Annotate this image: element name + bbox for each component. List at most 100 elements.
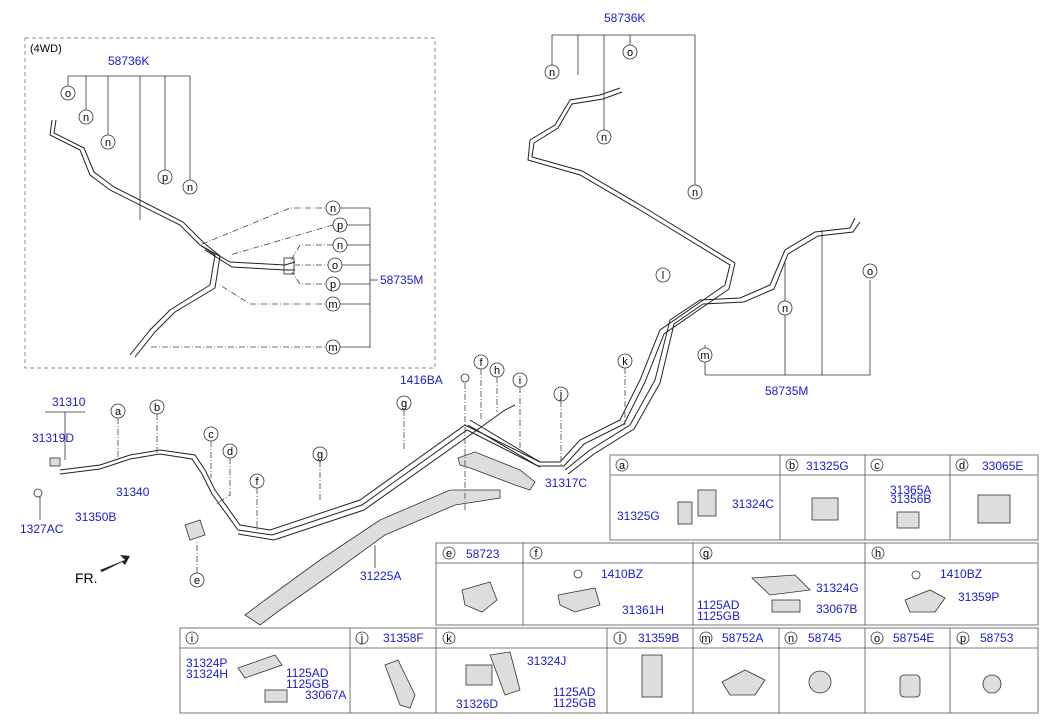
svg-text:b: b: [789, 460, 795, 472]
part-58753[interactable]: 58753: [980, 631, 1014, 645]
part-58736K[interactable]: 58736K: [604, 11, 645, 25]
part-58754E[interactable]: 58754E: [893, 631, 934, 645]
table-row-1: a b 31325G c d 33065E 31325G 31324C 3136…: [615, 458, 1023, 529]
part-1410BZ[interactable]: 1410BZ: [601, 567, 643, 581]
svg-text:g: g: [703, 548, 709, 560]
svg-text:g: g: [317, 449, 323, 461]
svg-text:o: o: [627, 47, 633, 59]
part-33067B[interactable]: 33067B: [816, 602, 857, 616]
part-1125AD[interactable]: 1125AD: [697, 598, 740, 612]
fitting-e: [184, 519, 206, 541]
svg-text:h: h: [494, 365, 500, 377]
callout-circle: [100, 134, 116, 150]
part-31325G[interactable]: 31325G: [806, 459, 849, 473]
brake-pipe-rear: [467, 91, 736, 467]
callout-letter: n: [105, 137, 111, 149]
part-58745[interactable]: 58745: [808, 631, 842, 645]
svg-text:m: m: [701, 633, 710, 645]
callout-letter: n: [187, 182, 193, 194]
callout-circle: [60, 85, 76, 101]
part-31365A[interactable]: 31365A: [890, 483, 931, 497]
part-31359B[interactable]: 31359B: [638, 631, 679, 645]
svg-text:p: p: [337, 220, 343, 232]
part-31350B[interactable]: 31350B: [75, 510, 116, 524]
part-31324G[interactable]: 31324G: [816, 581, 859, 595]
svg-text:n: n: [692, 187, 698, 199]
part-33065E[interactable]: 33065E: [982, 459, 1023, 473]
part-31319D[interactable]: 31319D: [32, 431, 74, 445]
svg-text:o: o: [867, 266, 873, 278]
variant-label: (4WD): [30, 43, 62, 55]
svg-text:i: i: [519, 375, 521, 387]
brake-pipe-4wd: [49, 119, 216, 356]
part-31317C[interactable]: 31317C: [545, 476, 587, 490]
dash-lines-4wd: [150, 207, 334, 348]
svg-text:f: f: [479, 357, 483, 369]
part-1125GB[interactable]: 1125GB: [286, 677, 329, 691]
svg-text:c: c: [874, 460, 880, 472]
part-1125GB[interactable]: 1125GB: [697, 609, 740, 623]
brake-pipe-4wd: [53, 119, 221, 358]
part-31324C[interactable]: 31324C: [732, 497, 774, 511]
table-row-3: i 31324P 31324H 1125AD 1125GB 33067A j 3…: [185, 631, 1014, 711]
part-1327AC[interactable]: 1327AC: [20, 522, 64, 536]
svg-text:m: m: [700, 350, 709, 362]
part-58735M-4wd[interactable]: 58735M: [380, 273, 423, 287]
part-31326D[interactable]: 31326D: [456, 697, 498, 711]
part-31319D-shape: [49, 457, 61, 467]
brake-pipe-rear: [564, 217, 856, 471]
part-58735M[interactable]: 58735M: [765, 384, 808, 398]
callout-circle: [78, 109, 94, 125]
svg-text:n: n: [788, 633, 794, 645]
part-58752A[interactable]: 58752A: [722, 631, 763, 645]
leader-lines-4wd-top: [67, 75, 191, 220]
svg-text:o: o: [874, 633, 880, 645]
part-1125AD[interactable]: 1125AD: [553, 685, 596, 699]
part-31358F[interactable]: 31358F: [383, 631, 424, 645]
part-31324J[interactable]: 31324J: [527, 654, 566, 668]
part-58723[interactable]: 58723: [466, 547, 500, 561]
svg-text:k: k: [622, 356, 628, 368]
part-31361H[interactable]: 31361H: [622, 603, 664, 617]
svg-text:d: d: [959, 460, 965, 472]
svg-text:m: m: [328, 342, 337, 354]
part-31325G[interactable]: 31325G: [617, 509, 660, 523]
part-33067A[interactable]: 33067A: [305, 688, 346, 702]
brake-pipe-4wd: [199, 244, 296, 266]
brake-pipe-main: [59, 424, 541, 531]
part-1125AD[interactable]: 1125AD: [286, 666, 329, 680]
svg-text:e: e: [194, 575, 200, 587]
svg-text:i: i: [191, 633, 193, 645]
part-31324H[interactable]: 31324H: [186, 667, 228, 681]
callouts-2wd-bottom: m n l o: [655, 263, 878, 363]
svg-text:n: n: [549, 67, 555, 79]
part-58736K-4wd[interactable]: 58736K: [108, 54, 149, 68]
part-1125GB[interactable]: 1125GB: [553, 696, 596, 710]
front-arrow-icon: [100, 555, 130, 572]
callouts-2wd-top: n o n n: [544, 44, 703, 200]
rail-31225A: [244, 489, 501, 626]
table-row-2: e 58723 f 1410BZ 31361H g 31324G 1125AD …: [442, 546, 999, 623]
part-31356B[interactable]: 31356B: [890, 492, 931, 506]
part-1410BZ[interactable]: 1410BZ: [940, 567, 982, 581]
svg-text:h: h: [875, 548, 881, 560]
main-leader-dashes: [117, 368, 626, 573]
svg-text:l: l: [662, 270, 664, 282]
callout-letter: p: [162, 172, 168, 184]
svg-text:a: a: [619, 460, 626, 472]
part-31310[interactable]: 31310: [52, 395, 86, 409]
callout-circle: [182, 179, 198, 195]
part-1416BA[interactable]: 1416BA: [400, 373, 443, 387]
part-31225A[interactable]: 31225A: [360, 569, 401, 583]
4wd-detail-box: [24, 37, 436, 369]
bolt-1416BA: [460, 373, 470, 383]
svg-text:j: j: [559, 389, 562, 401]
svg-text:j: j: [360, 633, 363, 645]
svg-text:b: b: [154, 402, 160, 414]
part-31324P[interactable]: 31324P: [186, 656, 227, 670]
leader-lines-2wd-top: [551, 34, 696, 185]
leader-31310: [45, 411, 85, 460]
svg-text:m: m: [328, 299, 337, 311]
part-31340[interactable]: 31340: [116, 485, 150, 499]
part-31359P[interactable]: 31359P: [958, 590, 999, 604]
